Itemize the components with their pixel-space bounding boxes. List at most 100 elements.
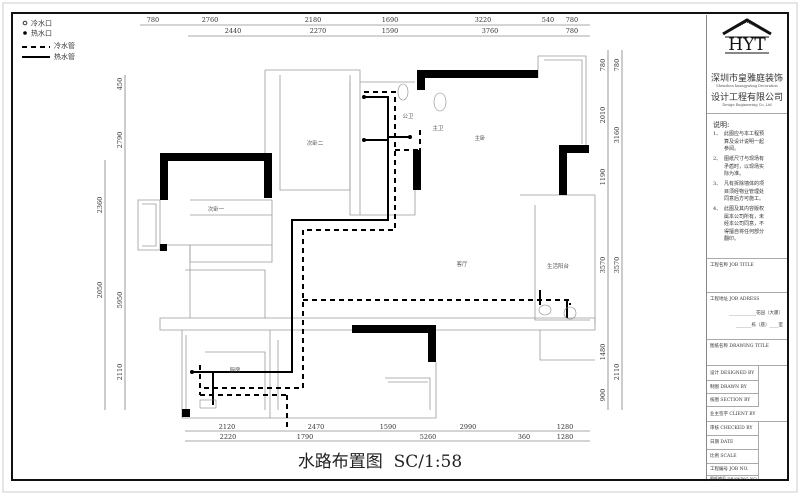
dim-label: 1280 [557,433,574,441]
legend-hot-pipe: 热水管 [54,52,75,61]
dim-label: 2120 [219,423,236,431]
dim-label: 2220 [220,433,237,441]
legend-cold-pipe: 冷水管 [54,41,75,50]
dim-label: 5950 [116,292,124,309]
legend-hot-outlet: 热水口 [31,29,52,38]
sink-icon [199,399,217,409]
dim-label: 2270 [310,27,327,35]
drawing-no-field: 图纸编号 DRAWING NO. [707,476,759,481]
room-label-bedroom1: 次卧一 [208,205,225,213]
company-name-cn-1: 深圳市皇雅庭装饰 [710,74,783,84]
room-label-balcony: 生活阳台 [547,262,570,270]
company-name-en-2: Design Engineering Co.,Ltd [722,103,772,107]
room-label-master-bath: 主卫 [432,124,444,132]
drawing-frame [11,12,789,481]
bottom-dimensions: 2120 2470 1590 2990 1280 2220 1790 5260 … [219,423,574,441]
outlets [190,95,412,374]
company-name-cn-2: 设计工程有限公司 [710,93,783,103]
dim-label: 1190 [599,169,607,186]
date-field: 日期 DATE [707,436,759,450]
outer-margin [2,2,798,493]
sink-icon [538,304,552,316]
dim-label: 2470 [308,423,325,431]
washing-machine-icon [563,306,577,320]
dim-label: 1480 [599,344,607,361]
dim-label: 780 [566,16,578,24]
dim-label: 5260 [420,433,437,441]
dim-label: 780 [599,59,607,71]
walls-solid [160,70,589,417]
dim-label: 2790 [116,132,124,149]
scale-field: 比例 SCALE [707,450,759,464]
room-label-living-room: 客厅 [456,260,468,268]
dim-label: 2010 [599,107,607,124]
toilet-icon [397,83,409,101]
note-item: 4、此图及其内容版权属本公司所有，未经本公司同意，不得擅自将任何部分翻印。 [713,206,765,242]
room-label-kitchen: 厨房 [229,366,241,374]
dim-label: 2110 [613,364,621,381]
section-by-field: 核图 SECTION BY [707,394,759,407]
note-item: 1、此图应与本工程预算及设计说明一起参阅。 [713,131,765,152]
dim-label: 2360 [96,197,104,214]
toilet-icon [433,92,447,112]
legend-cold-outlet: 冷水口 [31,19,52,28]
room-label-bedroom2: 次卧二 [307,139,324,147]
walls-outline [137,55,596,419]
dim-label: 780 [147,16,159,24]
hot-outlet-icon [190,370,194,374]
dim-label: 900 [599,389,607,401]
hot-outlet-icon [362,138,366,142]
note-item: 3、凡有拆除墙体的项目须经物业管理处同意后方可施工。 [713,181,765,202]
dim-label: 1590 [380,423,397,431]
drawing-title-field: 图纸名称 DRAWING TITLE [707,340,787,366]
room-label-public-bath: 公卫 [402,113,414,120]
notes-heading: 说明: [713,121,730,129]
company-logo: HYT [722,18,772,55]
logo-text: HYT [728,35,766,55]
hot-outlet-icon [408,135,412,139]
drawing-title: 水路布置图 SC/1:58 [298,452,462,472]
top-dimensions: 780 2760 2180 1690 3220 540 780 2440 227… [147,16,578,35]
legend: 冷水口 热水口 冷水管 热水管 [22,19,75,61]
cold-outlet-icon [22,20,28,26]
dim-label: 2180 [305,16,322,24]
dim-label: 1590 [382,27,399,35]
dim-label: 360 [518,433,530,441]
dim-label: 2990 [460,423,477,431]
job-address-field: 工程地址 JOB ADRESS ____________花园（大厦） _____… [707,293,787,340]
dim-label: 3220 [475,16,492,24]
title-block: HYT 深圳市皇雅庭装饰 Shenzhen huangyating Decora… [706,15,787,481]
hot-outlet-icon [362,95,366,99]
room-label-master-bedroom: 主卧 [474,134,486,142]
company-name-en-1: Shenzhen huangyating Decoration [716,84,778,88]
dim-label: 450 [116,78,124,90]
dim-label: 1690 [382,16,399,24]
dimension-lines [104,24,623,442]
dim-label: 2440 [225,27,242,35]
note-item: 2、图纸尺寸与现场有矛盾时，以现场实际为准。 [713,156,765,177]
cold-water-pipes [199,91,571,430]
dim-label: 2110 [116,364,124,381]
dim-label: 540 [542,16,554,24]
room-labels: 次卧二 次卧一 主卧 客厅 生活阳台 厨房 公卫 主卫 [208,113,570,374]
dim-label: 2050 [96,282,104,299]
job-no-field: 工程编号 JOB NO. [707,464,759,476]
drawn-by-field: 制图 DRAWN BY [707,381,759,394]
designed-by-field: 设计 DESIGNED BY [707,366,759,381]
dim-label: 2760 [202,16,219,24]
job-title-field: 工程名称 JOB TITLE [707,258,787,293]
left-dimensions: 450 2790 2360 2050 5950 2110 [96,78,124,380]
dim-label: 780 [613,59,621,71]
client-field: 业主签字 CLIENT BY [707,407,787,422]
right-dimensions: 780 780 2010 3160 1190 3570 3570 1480 21… [599,59,621,401]
dim-label: 1280 [557,423,574,431]
dim-label: 1790 [297,433,314,441]
dim-label: 3570 [613,257,621,274]
dim-label: 3570 [599,257,607,274]
dim-label: 3160 [613,127,621,144]
dim-label: 3760 [482,27,499,35]
hot-water-pipes [192,96,568,405]
dim-label: 780 [566,27,578,35]
